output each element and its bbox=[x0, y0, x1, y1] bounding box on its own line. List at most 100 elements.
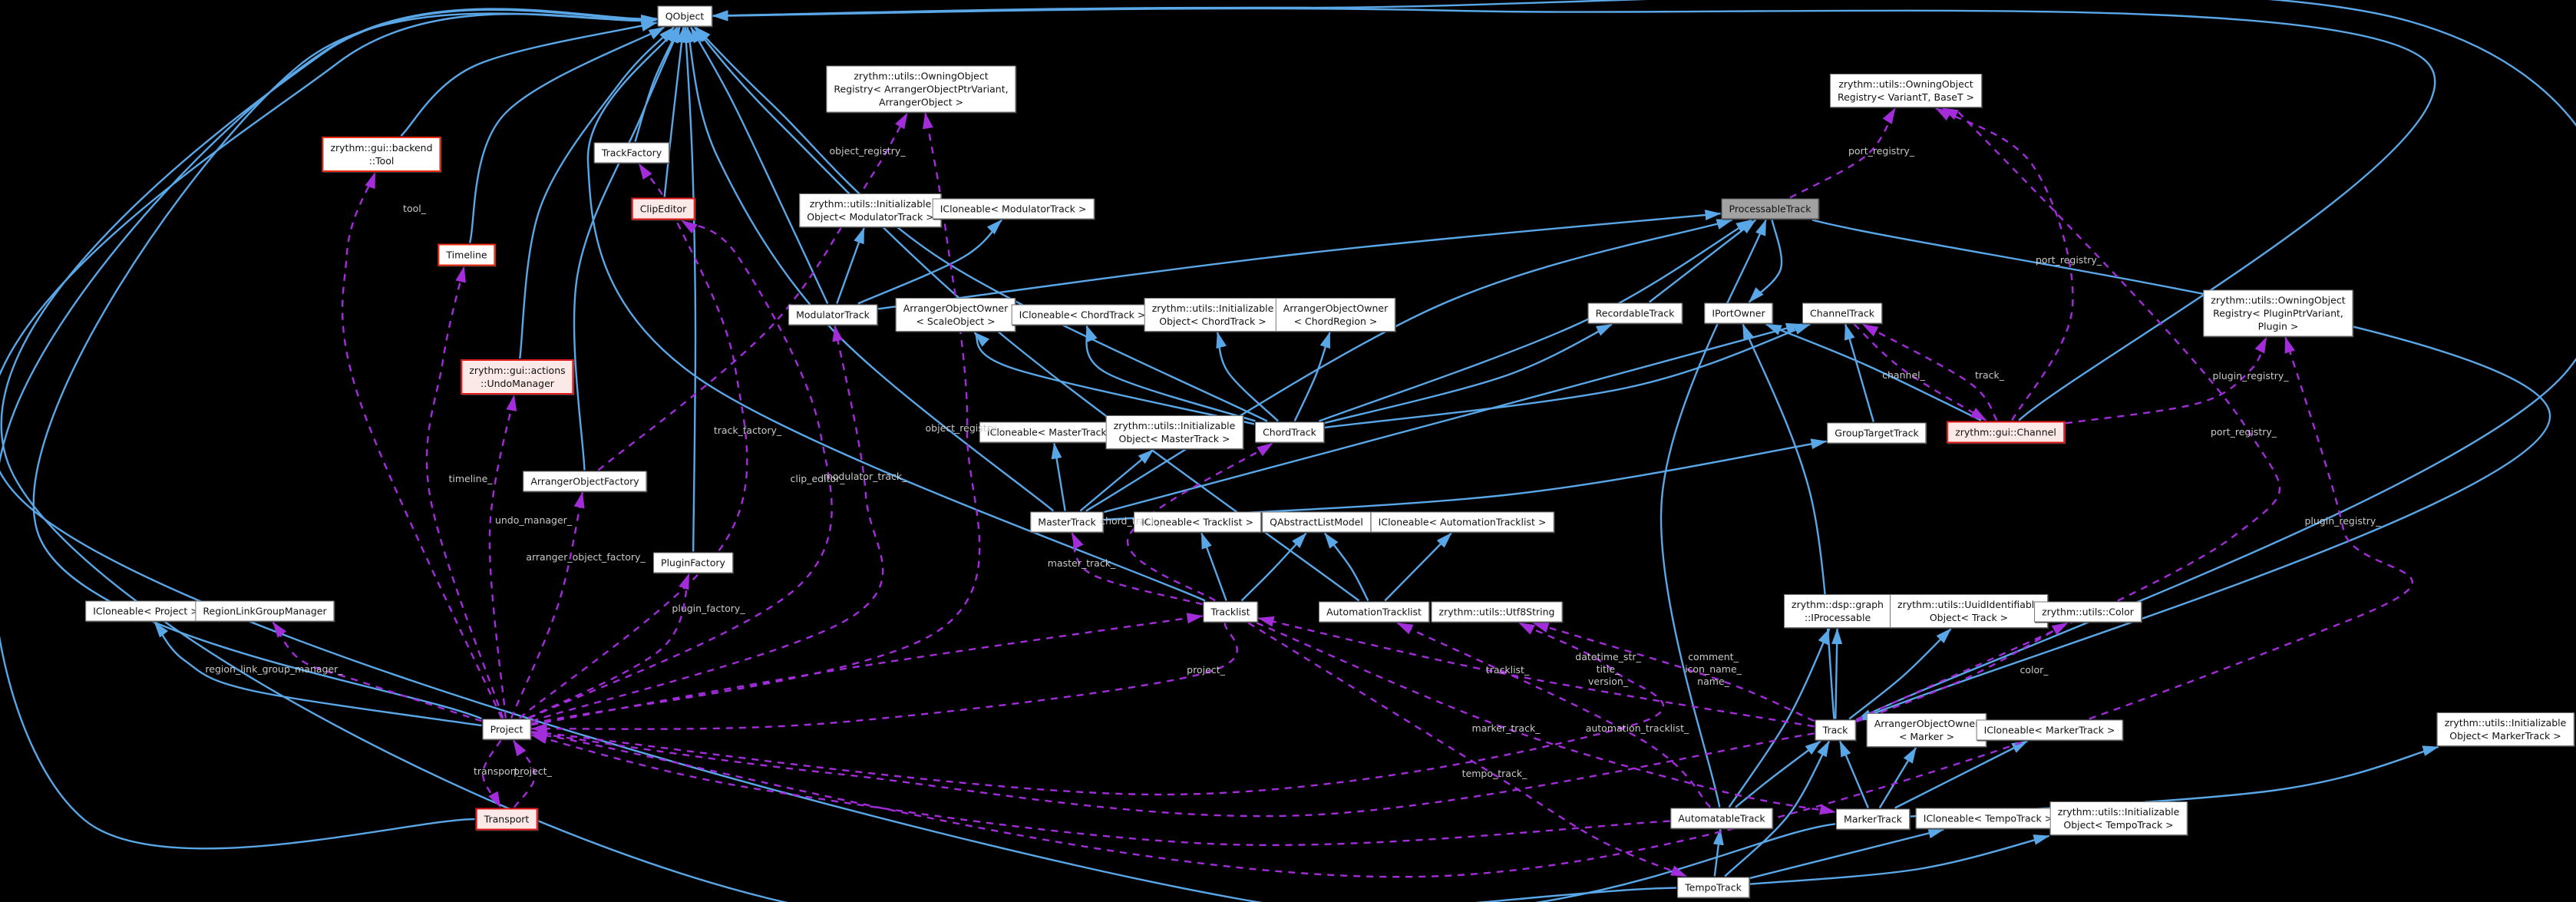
edge-label: track_factory_ bbox=[713, 425, 782, 436]
inheritance-edge bbox=[1649, 219, 1757, 303]
node-clip_editor[interactable]: ClipEditor bbox=[631, 197, 695, 220]
node-modulator[interactable]: ModulatorTrack bbox=[788, 304, 877, 325]
node-iclone_project[interactable]: ICloneable< Project > bbox=[85, 600, 206, 622]
edge-label: tempo_track_ bbox=[1461, 768, 1527, 779]
node-track_factory[interactable]: TrackFactory bbox=[593, 142, 670, 164]
inheritance-edge bbox=[1085, 325, 1256, 422]
edge-label: marker_track_ bbox=[1471, 722, 1541, 734]
node-own_reg_arr[interactable]: zrythm::utils::OwningObject Registry< Ar… bbox=[826, 65, 1016, 113]
node-init_modulator[interactable]: zrythm::utils::Initializable Object< Mod… bbox=[799, 193, 942, 227]
edge-label: port_registry_ bbox=[2035, 254, 2102, 266]
inheritance-edge bbox=[1104, 322, 1802, 514]
usage-edge bbox=[488, 395, 517, 719]
inheritance-edge bbox=[1660, 219, 1767, 808]
node-automatable[interactable]: AutomatableTrack bbox=[1670, 808, 1773, 829]
node-iportowner[interactable]: IPortOwner bbox=[1704, 302, 1773, 324]
usage-edge bbox=[1855, 91, 2281, 721]
usage-edge bbox=[531, 112, 981, 725]
inheritance-edge bbox=[836, 227, 865, 304]
node-mastertrack[interactable]: MasterTrack bbox=[1030, 511, 1104, 533]
inheritance-edge bbox=[400, 21, 658, 137]
node-qobject[interactable]: QObject bbox=[657, 5, 712, 27]
inheritance-edge bbox=[586, 26, 1206, 602]
usage-edge bbox=[510, 491, 585, 719]
node-markertrack[interactable]: MarkerTrack bbox=[1836, 808, 1910, 830]
node-iclone_tracklist[interactable]: ICloneable< Tracklist > bbox=[1134, 511, 1261, 533]
node-channel[interactable]: zrythm::gui::Channel bbox=[1947, 421, 2065, 444]
node-iprocessable[interactable]: zrythm::dsp::graph ::IProcessable bbox=[1784, 594, 1891, 628]
inheritance-edge bbox=[1216, 332, 1279, 422]
node-init_tempo[interactable]: zrythm::utils::Initializable Object< Tem… bbox=[2049, 801, 2188, 835]
node-plugin_factory[interactable]: PluginFactory bbox=[653, 552, 733, 573]
edge-label: port_registry_ bbox=[1848, 145, 1915, 157]
edge-label: channel_ bbox=[1882, 369, 1925, 381]
usage-edge bbox=[1396, 622, 1711, 808]
node-qabstract[interactable]: QAbstractListModel bbox=[1262, 511, 1371, 533]
node-iclone_modulator[interactable]: ICloneable< ModulatorTrack > bbox=[932, 198, 1095, 220]
node-own_reg_var[interactable]: zrythm::utils::OwningObject Registry< Va… bbox=[1829, 74, 1983, 107]
node-timeline[interactable]: Timeline bbox=[438, 243, 496, 266]
inheritance-edge bbox=[877, 210, 1722, 310]
node-undo_manager[interactable]: zrythm::gui::actions ::UndoManager bbox=[461, 359, 574, 395]
node-init_chord[interactable]: zrythm::utils::Initializable Object< Cho… bbox=[1144, 298, 1282, 332]
node-iclone_chord[interactable]: ICloneable< ChordTrack > bbox=[1011, 304, 1154, 325]
node-iclone_automation[interactable]: ICloneable< AutomationTracklist > bbox=[1370, 511, 1554, 533]
usage-edge bbox=[519, 163, 748, 719]
edge-label: undo_manager_ bbox=[494, 514, 573, 526]
usage-edge bbox=[1257, 616, 1815, 728]
node-uuid_track[interactable]: zrythm::utils::UuidIdentifiable Object< … bbox=[1890, 594, 2048, 628]
node-transport[interactable]: Transport bbox=[475, 808, 538, 831]
edge-label: chord_track_ bbox=[1100, 515, 1161, 527]
usage-edge bbox=[530, 622, 1238, 735]
node-processable[interactable]: ProcessableTrack bbox=[1721, 198, 1819, 220]
node-iclone_master[interactable]: ICloneable< MasterTrack > bbox=[979, 421, 1126, 443]
edge-label: tracklist_ bbox=[1485, 664, 1530, 676]
node-tracklist[interactable]: Tracklist bbox=[1203, 601, 1258, 623]
node-tool[interactable]: zrythm::gui::backend ::Tool bbox=[322, 137, 441, 172]
inheritance-edge bbox=[663, 26, 687, 197]
inheritance-edge bbox=[680, 26, 697, 552]
edge-label: port_registry_ bbox=[2210, 426, 2277, 438]
node-aoo_scale[interactable]: ArrangerObjectOwner < ScaleObject > bbox=[895, 298, 1016, 332]
inheritance-edge bbox=[1712, 828, 1724, 877]
usage-edge bbox=[481, 739, 502, 808]
inheritance-edge bbox=[1324, 323, 1811, 429]
edge-label: plugin_factory_ bbox=[672, 603, 745, 614]
node-color[interactable]: zrythm::utils::Color bbox=[2034, 601, 2142, 623]
node-chordtrack[interactable]: ChordTrack bbox=[1255, 421, 1324, 443]
edge-label: track_ bbox=[1974, 369, 2005, 381]
node-aoo_chordregion[interactable]: ArrangerObjectOwner < ChordRegion > bbox=[1275, 298, 1396, 332]
inheritance-edge bbox=[1724, 740, 1831, 877]
node-arr_obj_factory[interactable]: ArrangerObjectFactory bbox=[523, 471, 647, 492]
node-iclone_tempo[interactable]: ICloneable< TempoTrack > bbox=[1915, 808, 2061, 829]
inheritance-edge bbox=[1293, 332, 1331, 422]
node-utf8[interactable]: zrythm::utils::Utf8String bbox=[1431, 601, 1563, 623]
inheritance-edge bbox=[0, 12, 1836, 902]
inheritance-edge bbox=[1765, 323, 1982, 421]
usage-edge bbox=[1789, 107, 1897, 199]
node-channeltrack[interactable]: ChannelTrack bbox=[1802, 302, 1883, 324]
inheritance-edge bbox=[1742, 323, 1835, 719]
node-automation_tracklist[interactable]: AutomationTracklist bbox=[1319, 601, 1429, 623]
inheritance-edge bbox=[690, 26, 829, 305]
inheritance-edge bbox=[1811, 219, 2551, 722]
node-init_marker[interactable]: zrythm::utils::Initializable Object< Mar… bbox=[2436, 712, 2574, 746]
node-grouptarget[interactable]: GroupTargetTrack bbox=[1827, 422, 1927, 444]
edge-label: master_track_ bbox=[1047, 557, 1116, 569]
node-track[interactable]: Track bbox=[1815, 719, 1856, 741]
node-recordable[interactable]: RecordableTrack bbox=[1587, 302, 1683, 324]
node-iclone_markertrack[interactable]: ICloneable< MarkerTrack > bbox=[1976, 719, 2123, 741]
inheritance-edge bbox=[1848, 628, 1952, 720]
usage-edge bbox=[1256, 622, 1836, 815]
edge-label: project_ bbox=[1187, 664, 1225, 676]
inheritance-edge bbox=[857, 219, 1002, 305]
node-project[interactable]: Project bbox=[482, 719, 531, 740]
node-init_master[interactable]: zrythm::utils::Initializable Object< Mas… bbox=[1105, 415, 1243, 449]
node-tempotrack[interactable]: TempoTrack bbox=[1677, 877, 1749, 898]
edge-label: color_ bbox=[2020, 664, 2049, 676]
node-own_reg_plugin[interactable]: zrythm::utils::OwningObject Registry< Pl… bbox=[2203, 289, 2353, 337]
edge-label: transport_ bbox=[473, 765, 523, 777]
inheritance-edge bbox=[1324, 323, 1613, 425]
node-aoo_marker[interactable]: ArrangerObjectOwner < Marker > bbox=[1866, 713, 1987, 747]
node-region_link[interactable]: RegionLinkGroupManager bbox=[195, 600, 335, 622]
